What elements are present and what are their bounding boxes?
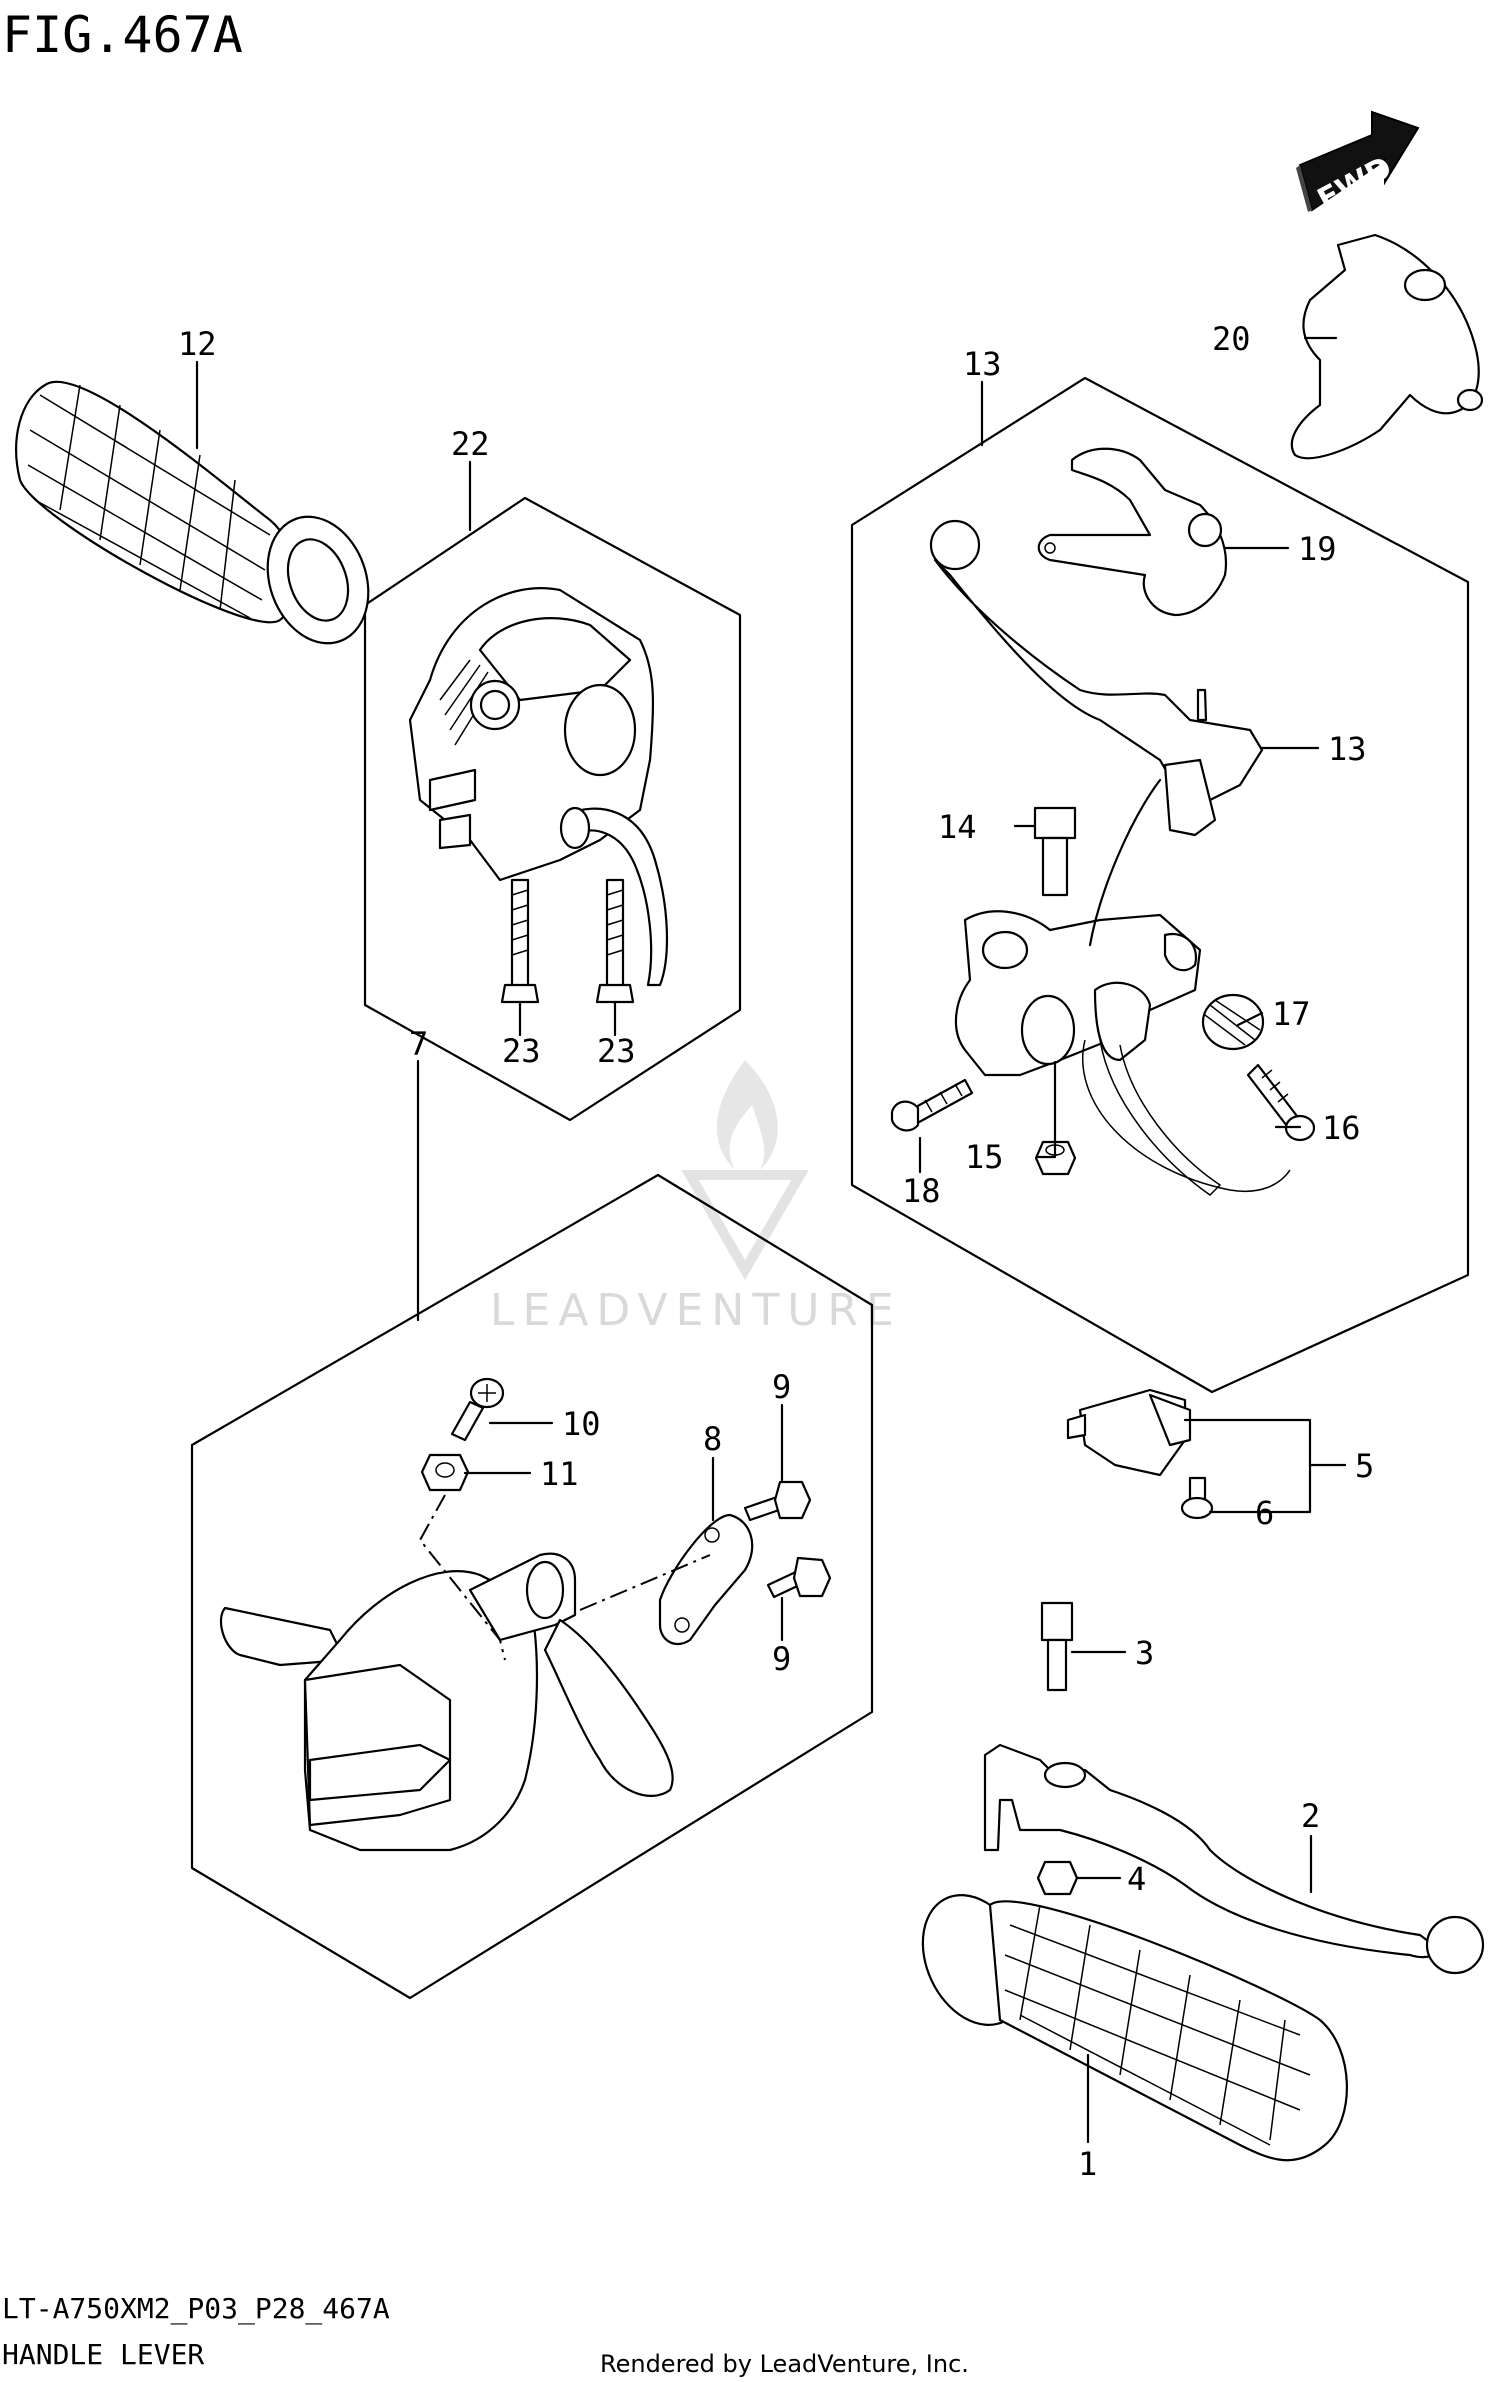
callout-23-right: 23 (597, 1032, 636, 1070)
figure-title: FIG.467A (2, 6, 243, 64)
callout-5: 5 (1355, 1447, 1374, 1485)
assembly-line-11 (418, 1494, 506, 1661)
callout-15: 14 (938, 808, 977, 846)
callout-9-upper: 9 (772, 1368, 791, 1406)
watermark: LEADVENTURE (490, 1060, 902, 1336)
screw-17 (1246, 1063, 1316, 1142)
callout-14: 13 (1328, 730, 1367, 768)
callout-9-lower: 9 (772, 1640, 791, 1678)
callout-17: 16 (1322, 1109, 1361, 1147)
screw-23-left (500, 878, 540, 1004)
model-code: LT-A750XM2_P03_P28_467A (2, 2292, 390, 2326)
callout-20: 19 (1298, 530, 1337, 568)
callout-6: 6 (1255, 1494, 1274, 1532)
nut-4 (1036, 1860, 1079, 1896)
pivot-bolt-3 (1040, 1601, 1074, 1692)
screw-6 (1180, 1476, 1214, 1520)
nut-16 (1034, 1140, 1077, 1176)
bolt-9-lower (766, 1556, 832, 1599)
clutch-lever-14 (929, 519, 1264, 837)
screw-23-right (595, 878, 635, 1004)
frame-kit-22 (363, 496, 742, 1122)
callout-22: 22 (451, 425, 490, 463)
nut-11 (420, 1453, 470, 1492)
bolt-15 (1033, 806, 1077, 897)
section-name: HANDLE LEVER (2, 2338, 204, 2371)
callout-21: 20 (1212, 320, 1251, 358)
switch-5 (1066, 1388, 1192, 1477)
throttle-housing-7 (219, 1552, 674, 1852)
callout-1: 1 (1078, 2145, 1097, 2183)
frame-kit-13 (850, 376, 1470, 1394)
screw-10 (450, 1377, 505, 1442)
callout-23-left: 23 (502, 1032, 541, 1070)
callout-18: 17 (1272, 995, 1311, 1033)
handlebar-switch (408, 587, 669, 987)
fwd-arrow: FWD (1296, 110, 1420, 218)
bolt-9-upper (743, 1480, 812, 1522)
cap-18 (1201, 993, 1265, 1051)
render-credit: Rendered by LeadVenture, Inc. (600, 2350, 969, 2378)
lever-perch-body (954, 910, 1291, 1196)
grip-right (921, 1894, 1348, 2162)
callout-4: 4 (1127, 1860, 1146, 1898)
callout-12: 12 (178, 325, 217, 363)
brake-lever-2 (983, 1743, 1485, 1975)
callout-10: 10 (562, 1405, 601, 1443)
callout-16: 15 (965, 1138, 1004, 1176)
clamp-8 (658, 1513, 754, 1646)
frame-kit-7 (190, 1173, 874, 2000)
leader-lines (195, 336, 1347, 2144)
lever-cover (1290, 233, 1484, 460)
callout-2: 2 (1301, 1797, 1320, 1835)
callout-7: 7 (409, 1025, 428, 1063)
screw-19 (890, 1078, 974, 1132)
callout-11: 11 (540, 1455, 579, 1493)
callout-8: 8 (703, 1420, 722, 1458)
watermark-text: LEADVENTURE (490, 1285, 902, 1336)
callout-19: 18 (902, 1172, 941, 1210)
callout-13: 13 (963, 345, 1002, 383)
assembly-line-8 (579, 1554, 711, 1611)
bracket-20 (1037, 447, 1228, 617)
grip-left (15, 380, 370, 645)
callout-3: 3 (1135, 1634, 1154, 1672)
